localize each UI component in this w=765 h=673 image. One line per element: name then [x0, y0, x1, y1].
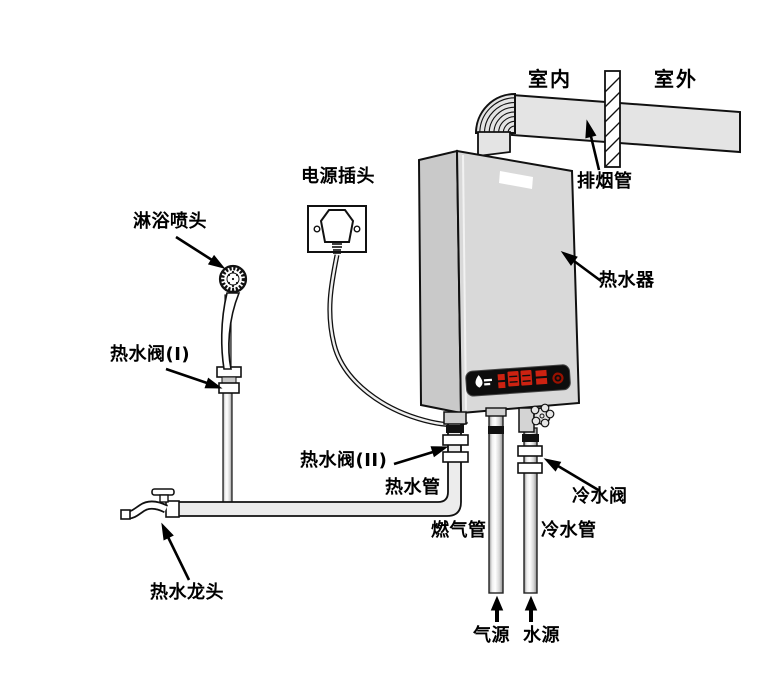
exhaust-duct [474, 92, 741, 158]
shower-head [218, 264, 248, 370]
arrow-cold-water-valve [543, 458, 601, 493]
cold-water-assembly [517, 403, 555, 594]
hot-water-tap [120, 488, 180, 520]
heater-front-face [455, 149, 581, 415]
gas-pipe-assembly [485, 407, 507, 594]
label-water-heater: 热水器 [599, 270, 655, 291]
label-hot-water-tap: 热水龙头 [150, 582, 224, 603]
exhaust-elbow [474, 92, 516, 134]
outlet-screw-right [353, 225, 361, 233]
label-indoor: 室内 [528, 67, 572, 91]
brand-label [499, 171, 533, 189]
cord-strain-relief [332, 243, 342, 254]
power-button [552, 372, 564, 384]
exhaust-stub [477, 131, 511, 158]
label-water-source: 水源 [523, 625, 560, 646]
hot-water-valve-1-assembly [216, 366, 242, 394]
heater-side-face [417, 149, 463, 415]
label-cold-water-pipe: 冷水管 [541, 520, 597, 541]
temperature-display [507, 370, 533, 387]
label-outdoor: 室外 [654, 67, 698, 91]
label-hot-water-valve-1: 热水阀(I) [110, 344, 191, 365]
label-hot-water-pipe: 热水管 [385, 477, 441, 498]
wall-section [604, 70, 621, 168]
water-heater-unit [417, 149, 581, 415]
label-power-plug: 电源插头 [301, 166, 375, 187]
hot-water-valve-2-assembly [442, 411, 469, 463]
label-hot-water-valve-2: 热水阀(II) [300, 450, 388, 471]
arrow-hot-water-valve-1 [165, 367, 223, 389]
outlet-screw-left [313, 225, 321, 233]
arrow-water-heater [560, 251, 602, 283]
label-cold-water-valve: 冷水阀 [572, 486, 628, 507]
arrow-water-source [524, 595, 538, 622]
power-outlet [307, 205, 367, 254]
flame-icon [475, 375, 483, 388]
label-gas-pipe: 燃气管 [431, 520, 487, 541]
control-panel [465, 364, 571, 397]
shower-handle [220, 292, 241, 370]
label-shower-head: 淋浴喷头 [133, 211, 207, 232]
arrow-hot-water-tap [161, 522, 191, 581]
label-exhaust-pipe: 排烟管 [577, 171, 633, 192]
arrow-shower-head [175, 235, 226, 269]
arrow-gas-source [490, 595, 504, 622]
arrow-hot-water-valve-2 [393, 446, 449, 466]
label-gas-source: 气源 [473, 625, 510, 646]
tap-spout [120, 509, 131, 520]
annotation-arrows [161, 119, 602, 622]
tap-handle [151, 488, 175, 496]
plug-body [319, 209, 355, 243]
shower-riser-pipe [222, 391, 233, 507]
cold-valve-knob [530, 403, 555, 428]
arrow-exhaust-pipe [585, 119, 601, 171]
